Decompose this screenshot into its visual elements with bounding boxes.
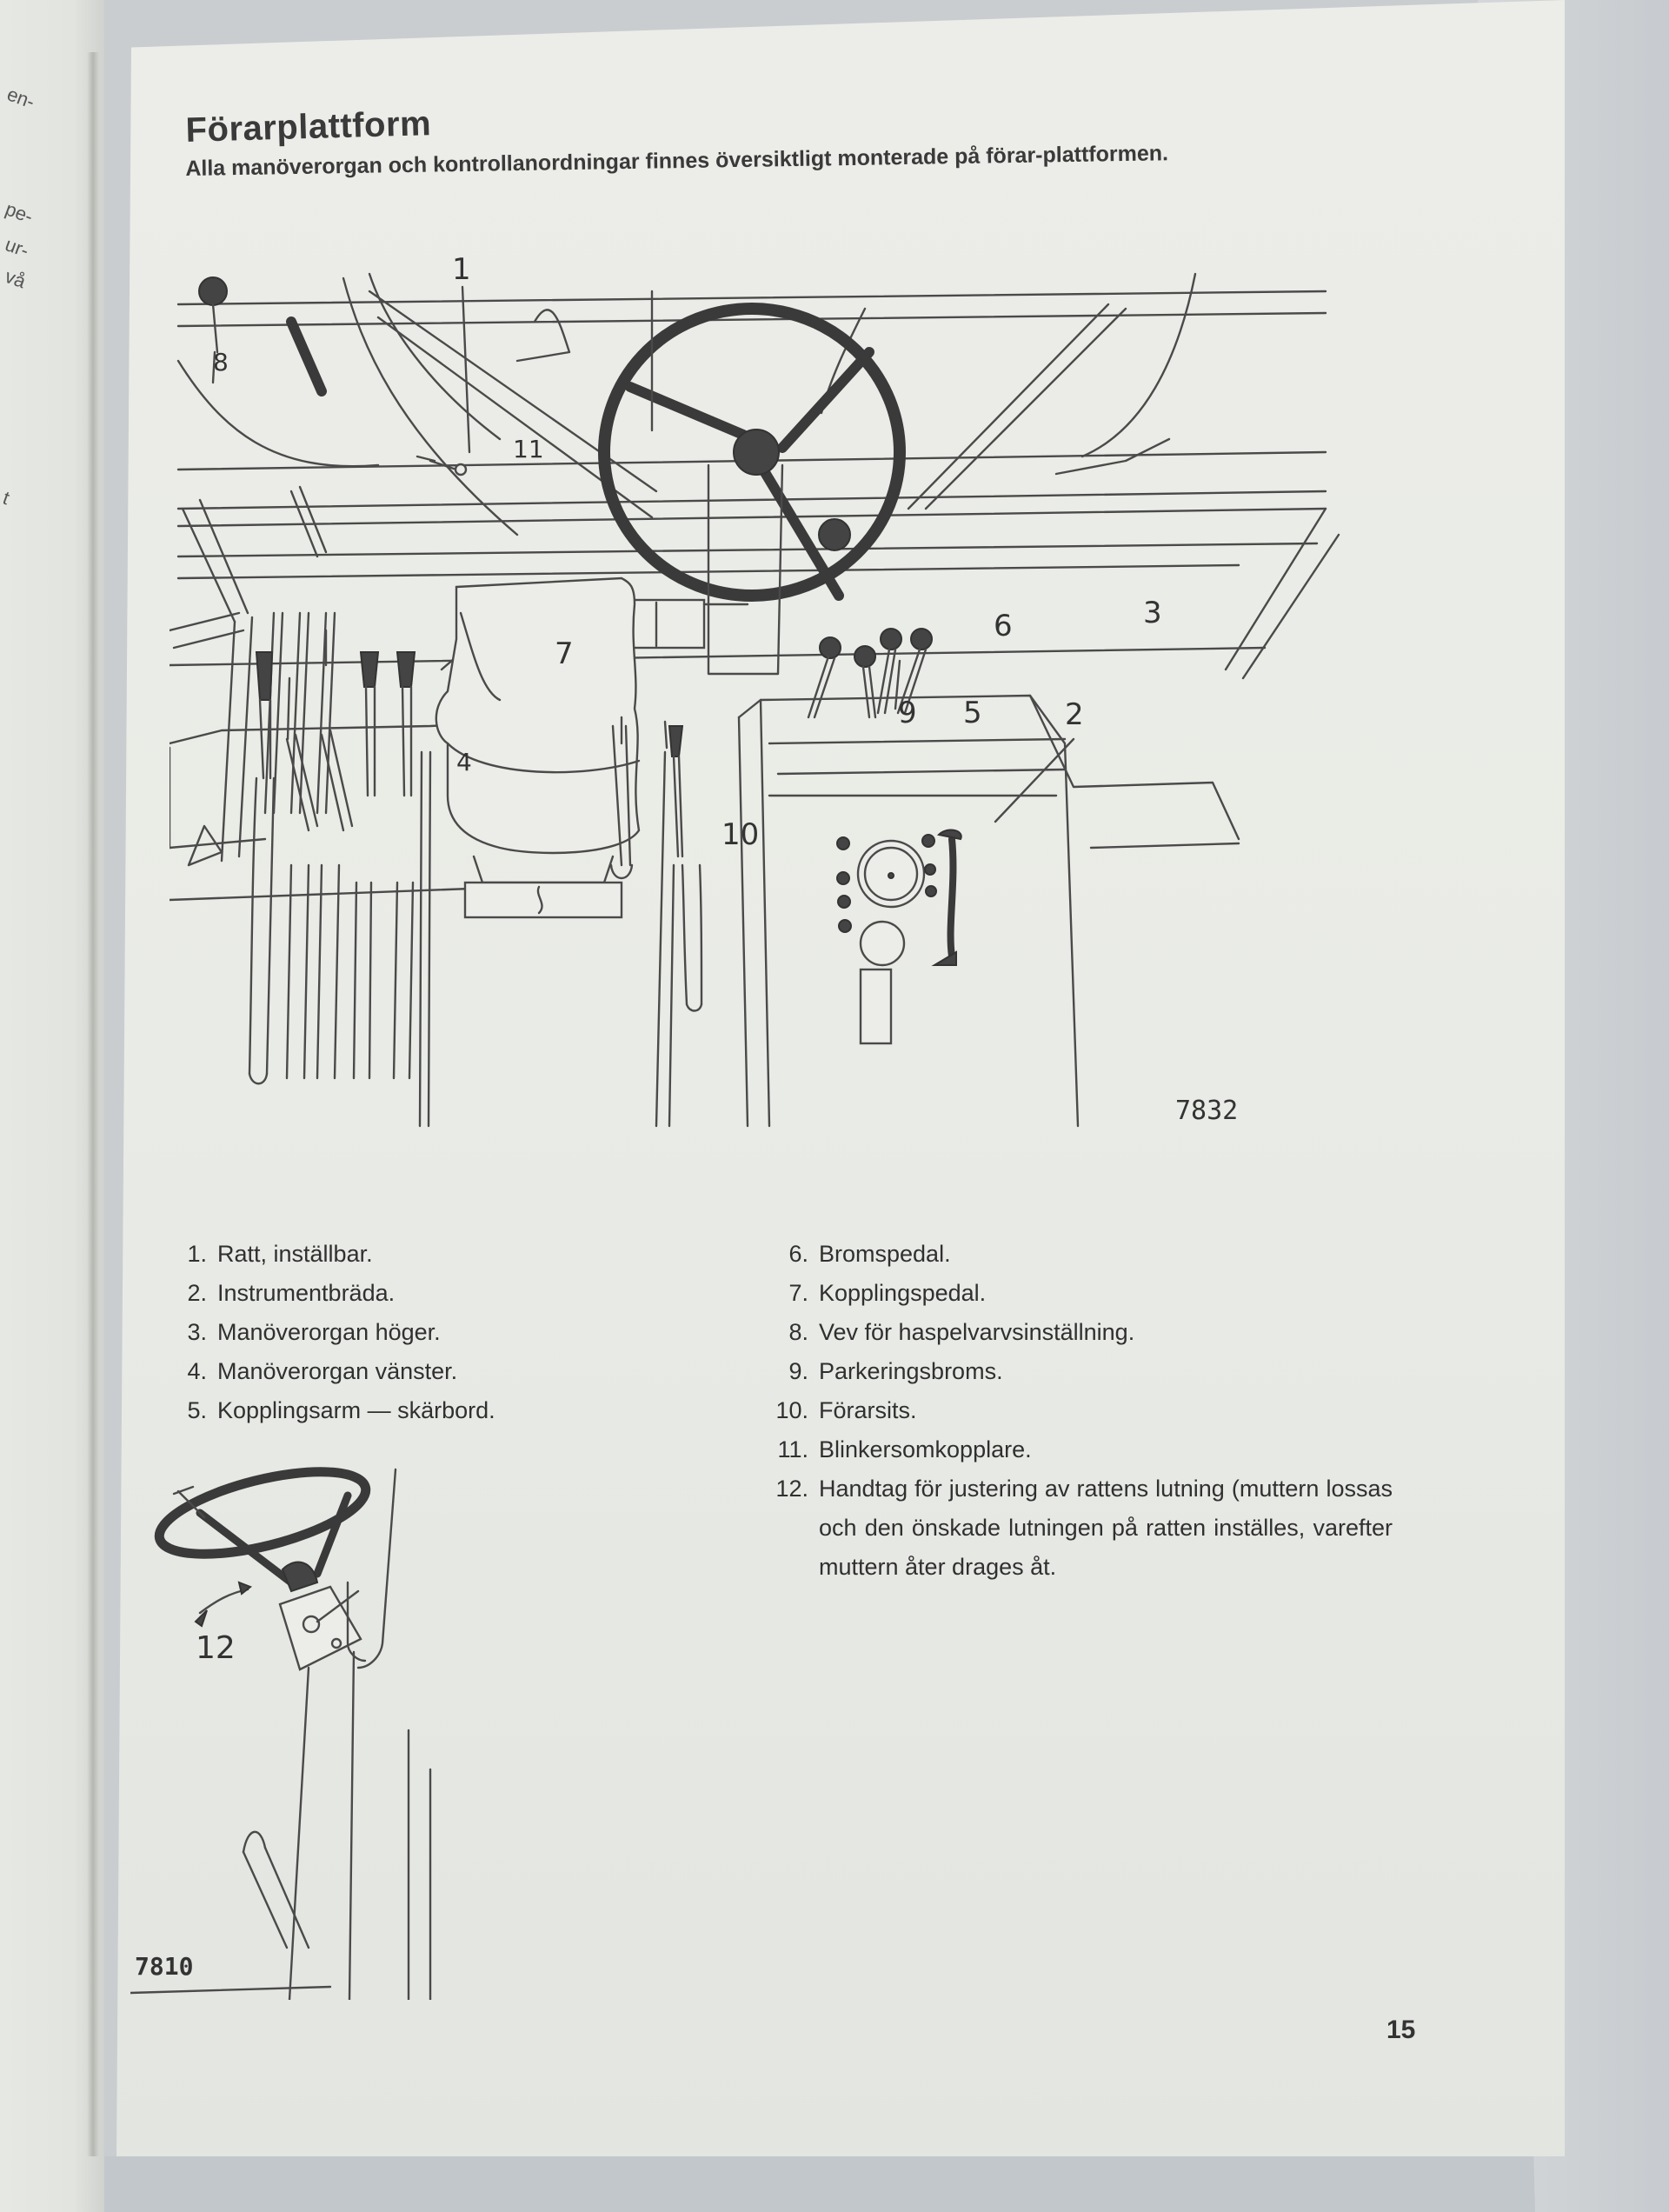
legend-item: 5.Kopplingsarm — skärbord. [187, 1397, 495, 1423]
legend-item: 3.Manöverorgan höger. [187, 1319, 441, 1345]
facing-page-fragment: ur- [2, 233, 32, 262]
figure-number-inset: 7810 [135, 1952, 194, 1981]
facing-page-fragment: t [0, 486, 13, 510]
legend-item: 11.Blinkersomkopplare. [777, 1436, 1032, 1462]
callout-9: 9 [898, 696, 917, 730]
callout-7: 7 [555, 636, 574, 671]
steering-tilt-drawing [129, 1467, 432, 2002]
callout-1: 1 [452, 252, 471, 287]
legend-item: 7.Kopplingspedal. [788, 1280, 987, 1306]
legend-item: 4.Manöverorgan vänster. [187, 1358, 458, 1384]
callout-4: 4 [456, 748, 472, 776]
callout-11: 11 [513, 435, 544, 463]
legend-left-column: 1.Ratt, inställbar. 2.Instrumentbräda. 3… [148, 1235, 713, 1430]
callout-12: 12 [196, 1630, 236, 1666]
legend-item: 1.Ratt, inställbar. [187, 1241, 373, 1267]
operator-platform-diagram: 1 2 3 4 5 6 7 8 9 10 11 7832 [168, 252, 1347, 1135]
callout-2: 2 [1065, 697, 1084, 732]
callout-5: 5 [963, 696, 982, 730]
callout-3: 3 [1143, 596, 1162, 630]
legend-item: 8.Vev för haspelvarvsinställning. [788, 1319, 1135, 1345]
facing-page-fragment: en- [3, 83, 38, 113]
facing-page: en- pe- ur- vå t [0, 0, 104, 2212]
callout-8: 8 [213, 348, 229, 376]
page-gutter [87, 52, 99, 2156]
facing-page-fragment: pe- [2, 197, 37, 228]
legend-item: 10.Förarsits. [775, 1397, 917, 1423]
steering-tilt-diagram: 12 7810 [129, 1443, 495, 2002]
legend-item: 2.Instrumentbräda. [187, 1280, 396, 1306]
facing-page-fragment: vå [2, 264, 29, 293]
operator-platform-drawing [168, 272, 1340, 1128]
callout-6: 6 [994, 609, 1013, 643]
callout-10: 10 [721, 817, 760, 852]
figure-number-main: 7832 [1175, 1096, 1239, 1126]
page-number: 15 [1386, 2015, 1416, 2044]
legend-item: 9.Parkeringsbroms. [788, 1358, 1003, 1384]
legend-right-column: 6.Bromspedal. 7.Kopplingspedal. 8.Vev fö… [749, 1235, 1393, 1587]
legend-item: 12.Handtag för justering av rattens lutn… [775, 1476, 1393, 1580]
section-title: Förarplattform [185, 104, 432, 150]
legend-item: 6.Bromspedal. [788, 1241, 951, 1267]
table-surface [0, 2156, 1669, 2212]
